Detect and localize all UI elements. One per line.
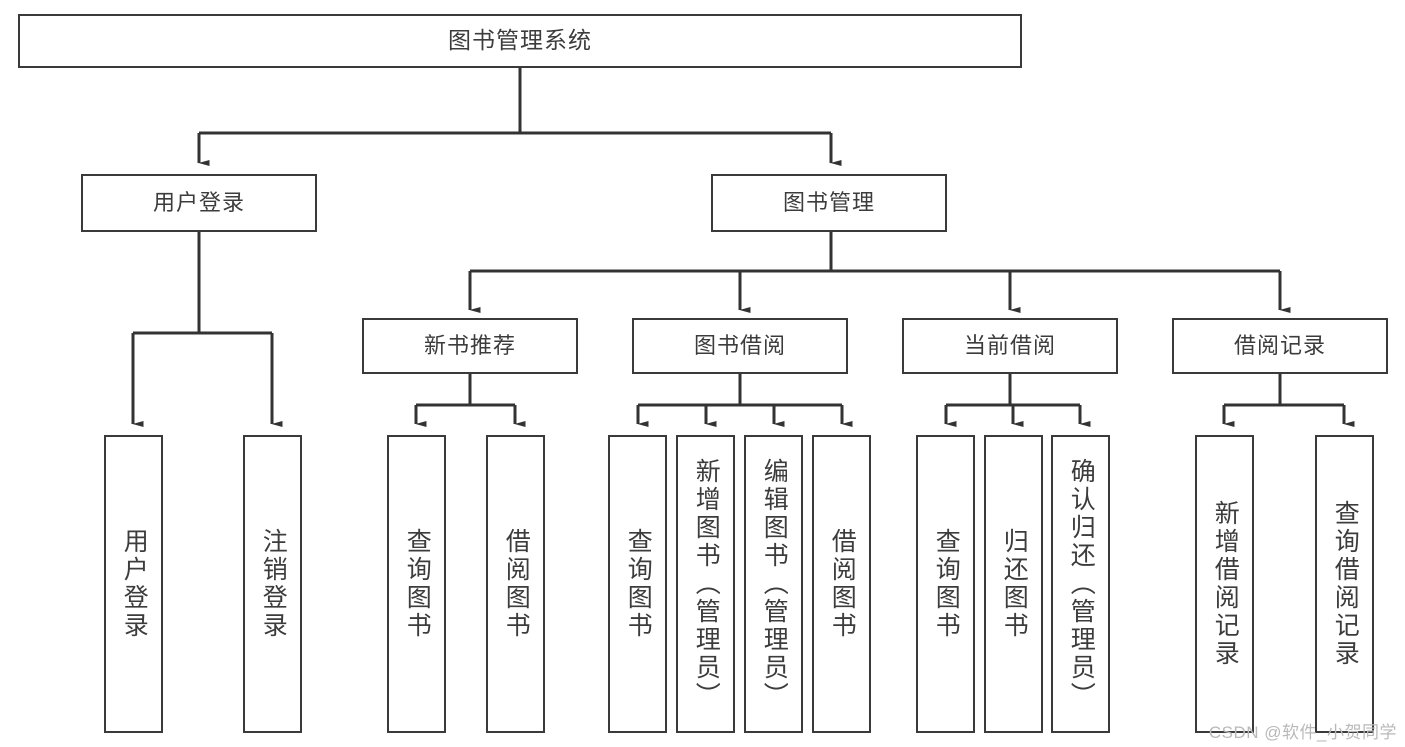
- node-book-management[interactable]: 图书管理: [711, 174, 947, 232]
- leaf-borrow-record-query[interactable]: 查询借阅记录: [1315, 435, 1374, 733]
- node-label: 确认归还（管理员）: [1067, 458, 1096, 710]
- node-label: 借阅图书: [502, 528, 531, 640]
- node-current-borrow[interactable]: 当前借阅: [902, 318, 1118, 374]
- node-label: 图书借阅: [693, 332, 786, 358]
- node-label: 当前借阅: [963, 332, 1056, 358]
- leaf-current-borrow-query[interactable]: 查询图书: [916, 435, 975, 733]
- leaf-book-borrow-query[interactable]: 查询图书: [608, 435, 667, 733]
- leaf-book-borrow-edit[interactable]: 编辑图书（管理员）: [744, 435, 803, 733]
- node-label: 查询图书: [403, 528, 432, 640]
- node-label: 借阅图书: [828, 528, 857, 640]
- node-label: 图书管理: [782, 189, 875, 215]
- node-new-book-recommend[interactable]: 新书推荐: [362, 318, 578, 374]
- leaf-current-borrow-return[interactable]: 归还图书: [984, 435, 1043, 733]
- node-borrow-record[interactable]: 借阅记录: [1172, 318, 1388, 374]
- node-book-borrow[interactable]: 图书借阅: [632, 318, 848, 374]
- node-label: 注销登录: [259, 528, 288, 640]
- leaf-book-borrow-add[interactable]: 新增图书（管理员）: [676, 435, 735, 733]
- leaf-borrow-record-add[interactable]: 新增借阅记录: [1195, 435, 1254, 733]
- node-label: 归还图书: [1000, 528, 1029, 640]
- node-label: 图书管理系统: [448, 27, 592, 54]
- leaf-new-book-query[interactable]: 查询图书: [387, 435, 446, 733]
- leaf-book-borrow-borrow[interactable]: 借阅图书: [812, 435, 871, 733]
- node-label: 查询图书: [932, 528, 961, 640]
- leaf-new-book-borrow[interactable]: 借阅图书: [486, 435, 545, 733]
- node-label: 查询图书: [624, 528, 653, 640]
- node-book-management-system[interactable]: 图书管理系统: [18, 14, 1022, 68]
- leaf-user-login-signout[interactable]: 注销登录: [243, 435, 302, 733]
- node-label: 新增图书（管理员）: [692, 458, 721, 710]
- node-label: 用户登录: [152, 189, 245, 215]
- node-label: 查询借阅记录: [1331, 500, 1360, 668]
- node-user-login[interactable]: 用户登录: [81, 174, 317, 232]
- node-label: 新书推荐: [423, 332, 516, 358]
- node-label: 新增借阅记录: [1211, 500, 1240, 668]
- leaf-user-login-signin[interactable]: 用户登录: [104, 435, 163, 733]
- node-label: 用户登录: [120, 528, 149, 640]
- node-label: 编辑图书（管理员）: [760, 458, 789, 710]
- leaf-current-borrow-confirm-return[interactable]: 确认归还（管理员）: [1051, 435, 1110, 733]
- node-label: 借阅记录: [1233, 332, 1326, 358]
